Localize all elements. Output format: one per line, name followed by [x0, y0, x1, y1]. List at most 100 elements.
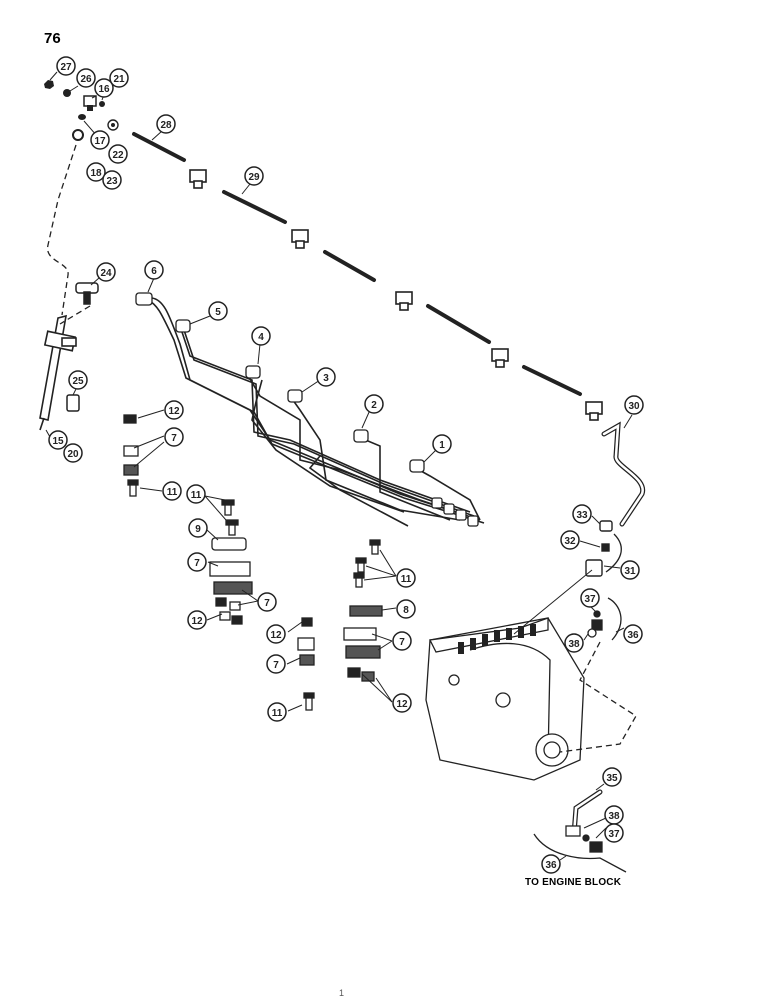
svg-text:9: 9	[195, 524, 201, 535]
callout-9: 9	[188, 518, 208, 538]
svg-text:20: 20	[67, 449, 79, 460]
callout-32: 32	[560, 530, 580, 550]
sleeve-part-25	[66, 394, 80, 412]
dashed-leader-fittings-to-injector	[47, 144, 77, 316]
callout-12: 12	[266, 624, 286, 644]
svg-text:31: 31	[624, 566, 636, 577]
callout-38: 38	[564, 633, 584, 653]
return-line-part-30	[601, 421, 646, 527]
callout-37: 37	[604, 823, 624, 843]
clamp-part-24	[75, 282, 99, 305]
svg-text:7: 7	[264, 598, 270, 609]
svg-text:7: 7	[171, 433, 177, 444]
svg-text:37: 37	[608, 829, 620, 840]
callout-1: 1	[432, 434, 452, 454]
footer-mark: 1	[339, 988, 345, 998]
fittings-part-37-38-bottom	[565, 825, 603, 853]
svg-text:12: 12	[191, 616, 203, 627]
nut-part-22	[107, 119, 119, 131]
callout-2: 2	[364, 394, 384, 414]
tee-fitting-part-16	[83, 95, 97, 111]
svg-text:22: 22	[112, 150, 124, 161]
callout-30: 30	[624, 395, 644, 415]
svg-text:7: 7	[273, 660, 279, 671]
svg-text:23: 23	[106, 176, 118, 187]
svg-text:37: 37	[584, 594, 596, 605]
callout-12: 12	[187, 610, 207, 630]
line-nut-fittings	[135, 292, 479, 527]
svg-text:28: 28	[160, 120, 172, 131]
injection-pump-body	[425, 617, 585, 781]
callout-6: 6	[144, 260, 164, 280]
callout-12: 12	[392, 693, 412, 713]
svg-text:8: 8	[403, 605, 409, 616]
callout-7: 7	[266, 654, 286, 674]
svg-text:12: 12	[168, 406, 180, 417]
svg-text:30: 30	[628, 401, 640, 412]
callout-33: 33	[572, 504, 592, 524]
svg-text:26: 26	[80, 74, 92, 85]
callout-17: 17	[90, 130, 110, 150]
nut-part-21-top	[99, 101, 105, 107]
svg-text:33: 33	[576, 510, 588, 521]
svg-text:15: 15	[52, 436, 64, 447]
fitting-part-17	[78, 114, 86, 120]
dashed-leader-pump-to-engine-block	[559, 641, 637, 753]
injector-nozzle-part-15	[39, 314, 77, 431]
callout-21: 21	[109, 68, 129, 88]
svg-text:11: 11	[272, 708, 283, 719]
callout-36: 36	[541, 854, 561, 874]
callout-29: 29	[244, 166, 264, 186]
svg-text:12: 12	[396, 699, 408, 710]
callout-11: 11	[267, 702, 287, 722]
svg-text:18: 18	[90, 168, 102, 179]
svg-text:12: 12	[270, 630, 282, 641]
svg-text:11: 11	[167, 487, 178, 498]
callout-22: 22	[108, 144, 128, 164]
callout-4: 4	[251, 326, 271, 346]
callout-36: 36	[623, 624, 643, 644]
callout-7: 7	[257, 592, 277, 612]
svg-text:38: 38	[568, 639, 580, 650]
callout-28: 28	[156, 114, 176, 134]
callout-25: 25	[68, 370, 88, 390]
svg-text:17: 17	[94, 136, 106, 147]
nut-part-27	[44, 80, 54, 89]
callout-15: 15	[48, 430, 68, 450]
overflow-line-assembly	[132, 132, 603, 421]
svg-text:7: 7	[194, 558, 200, 569]
callout-12: 12	[164, 400, 184, 420]
svg-text:11: 11	[401, 574, 412, 585]
callout-35: 35	[602, 767, 622, 787]
svg-text:5: 5	[215, 307, 221, 318]
svg-text:6: 6	[151, 266, 157, 277]
callout-7: 7	[164, 427, 184, 447]
callout-7: 7	[392, 631, 412, 651]
svg-text:29: 29	[248, 172, 260, 183]
callout-27: 27	[56, 56, 76, 76]
callout-26: 26	[76, 68, 96, 88]
svg-text:32: 32	[564, 536, 576, 547]
callout-31: 31	[620, 560, 640, 580]
injection-lines-bundle	[147, 297, 485, 527]
svg-text:4: 4	[258, 332, 264, 343]
clamp-parts-group-right	[297, 539, 383, 711]
callout-37: 37	[580, 588, 600, 608]
svg-text:36: 36	[545, 860, 557, 871]
svg-text:36: 36	[627, 630, 639, 641]
svg-text:11: 11	[191, 490, 202, 501]
svg-text:7: 7	[399, 637, 405, 648]
svg-text:3: 3	[323, 373, 329, 384]
callout-3: 3	[316, 367, 336, 387]
fittings-part-37-38-top	[587, 610, 603, 638]
callout-20: 20	[63, 443, 83, 463]
svg-text:27: 27	[60, 62, 72, 73]
to-engine-block-caption: TO ENGINE BLOCK	[525, 877, 622, 888]
callout-18: 18	[86, 162, 106, 182]
svg-text:35: 35	[606, 773, 618, 784]
fittings-part-31-33	[585, 520, 613, 577]
callout-5: 5	[208, 301, 228, 321]
callout-7: 7	[187, 552, 207, 572]
callouts: 27 26 16 21 17 22 18 23 28 29 24 6 5 4 3…	[48, 56, 644, 874]
